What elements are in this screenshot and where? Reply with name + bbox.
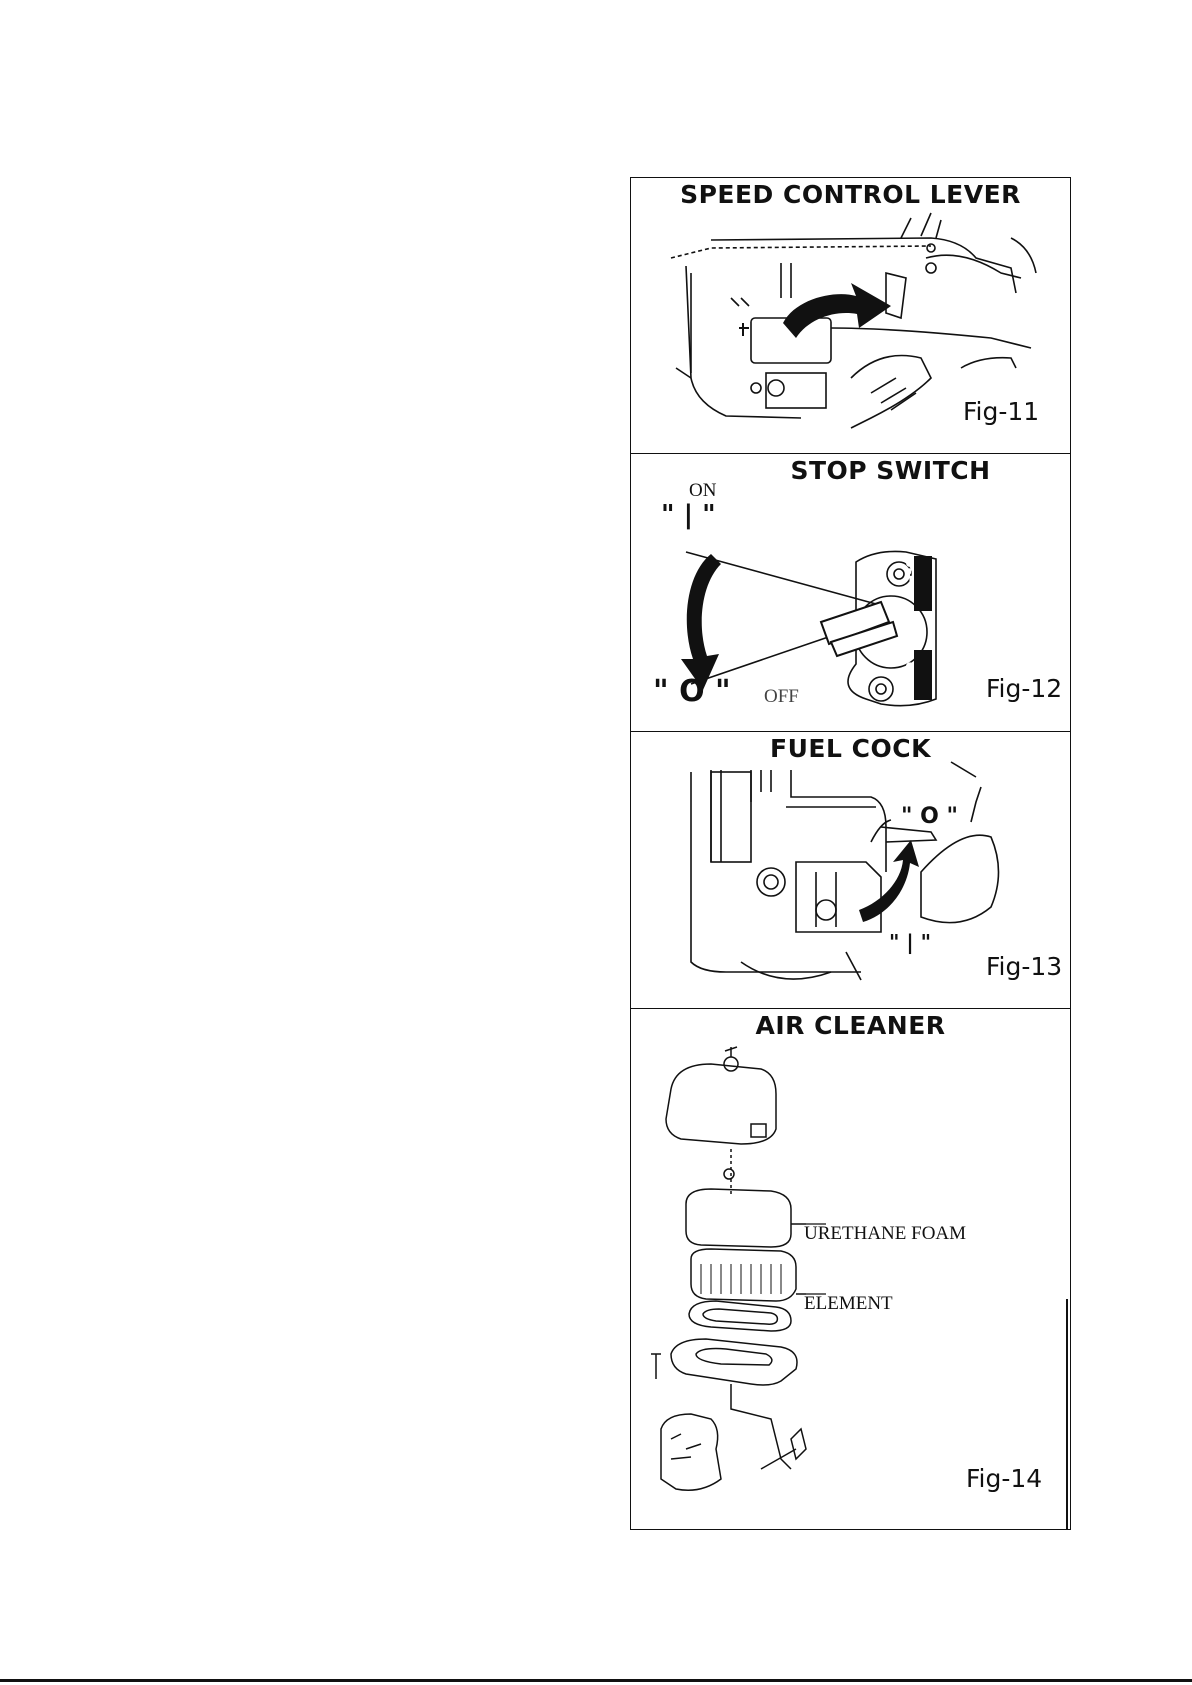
figure-column: SPEED CONTROL LEVER xyxy=(630,177,1071,1529)
fig-11-label: Fig-11 xyxy=(963,397,1039,426)
urethane-foam-label: URETHANE FOAM xyxy=(804,1223,966,1245)
fig-14-label: Fig-14 xyxy=(966,1464,1042,1493)
fuel-cock-panel: FUEL COCK " O " " | " xyxy=(630,731,1071,1010)
air-cleaner-exploded-illustration xyxy=(631,1009,1070,1529)
fig-12-label: Fig-12 xyxy=(986,674,1062,703)
off-symbol: " O " xyxy=(653,674,731,709)
switch-off-text: OFF xyxy=(903,558,916,582)
page-bottom-rule xyxy=(0,1679,1192,1682)
speed-control-panel: SPEED CONTROL LEVER xyxy=(630,177,1071,455)
air-cleaner-panel: AIR CLEANER xyxy=(630,1008,1071,1530)
off-label: OFF xyxy=(764,686,799,708)
stop-switch-panel: STOP SWITCH ON " | " OFF I ON " O " OFF … xyxy=(630,453,1071,733)
close-symbol: " | " xyxy=(889,930,931,954)
switch-on-text: I ON xyxy=(903,654,916,680)
open-symbol: " O " xyxy=(901,804,958,829)
element-label: ELEMENT xyxy=(804,1293,893,1315)
fig-13-label: Fig-13 xyxy=(986,952,1062,981)
